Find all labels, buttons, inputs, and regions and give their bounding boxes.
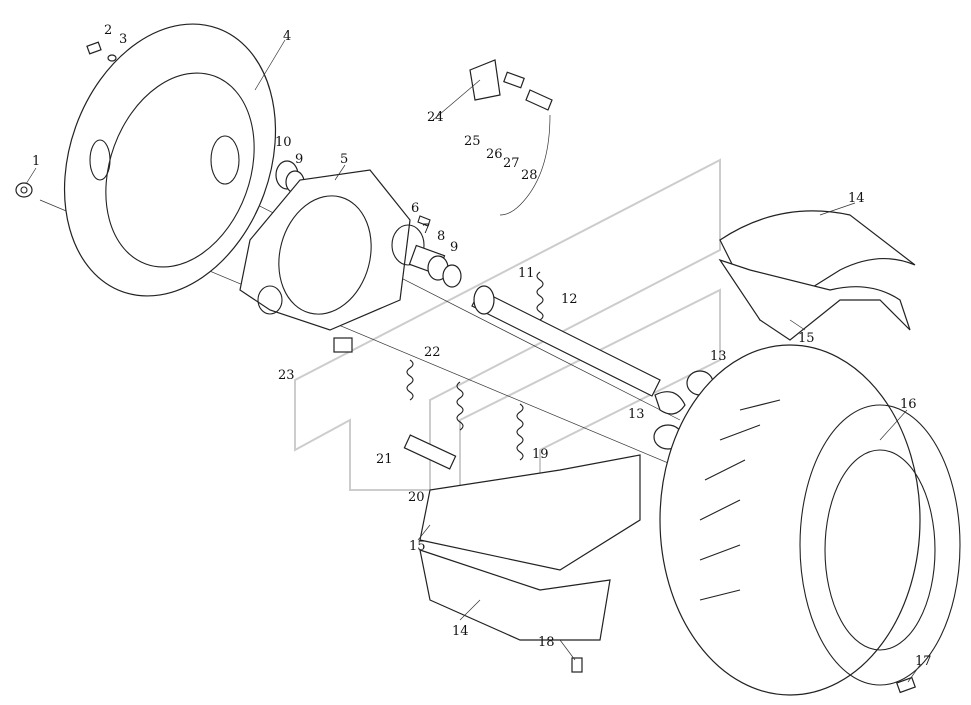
callout-27: 27: [503, 156, 520, 171]
callout-5: 5: [340, 152, 348, 167]
callout-4: 4: [283, 29, 291, 44]
callout-21: 21: [376, 452, 393, 467]
nut-part-1: [15, 182, 33, 198]
callout-18: 18: [538, 635, 555, 650]
callout-8: 8: [437, 229, 445, 244]
callout-2: 2: [104, 23, 112, 38]
callout-22: 22: [424, 345, 441, 360]
brake-spider: [239, 169, 425, 331]
callout-15b: 15: [409, 539, 426, 554]
screw-part-17: [896, 676, 916, 694]
camshaft-bushings: [408, 244, 462, 288]
bolt-part-2: [86, 41, 117, 62]
callout-24: 24: [427, 110, 444, 125]
callout-3: 3: [119, 32, 127, 47]
callout-17: 17: [915, 654, 932, 669]
anchor-pin: [403, 434, 457, 470]
callout-25: 25: [464, 134, 481, 149]
grease-fitting: [417, 215, 431, 227]
callout-26: 26: [486, 147, 503, 162]
callout-19: 19: [532, 447, 549, 462]
callout-6: 6: [411, 201, 419, 216]
callout-9b: 9: [295, 152, 303, 167]
callout-13a: 13: [710, 349, 727, 364]
callout-10: 10: [275, 135, 292, 150]
callout-labels: 1 2 3 4 5 6 7 8 9 9 10 11 12 13 13 14 14…: [32, 23, 932, 669]
camshaft: [471, 285, 686, 415]
callout-14a: 14: [848, 191, 865, 206]
return-springs: [406, 271, 544, 461]
brake-drum: [659, 344, 961, 696]
brake-shoe-lower: [419, 454, 641, 641]
callout-13b: 13: [628, 407, 645, 422]
brake-shoe-upper: [718, 210, 916, 341]
callout-16: 16: [900, 397, 917, 412]
callout-28: 28: [521, 168, 538, 183]
callout-15a: 15: [798, 331, 815, 346]
callout-7: 7: [422, 222, 430, 237]
slack-adjuster-parts: [469, 59, 553, 216]
callout-1: 1: [32, 154, 40, 169]
callout-9a: 9: [450, 240, 458, 255]
callout-14b: 14: [452, 624, 469, 639]
rivet-part-18: [571, 657, 583, 673]
bolt-part-23: [333, 337, 353, 353]
dust-shield: [63, 23, 277, 297]
leader-lines: [25, 39, 921, 683]
callout-23: 23: [278, 368, 295, 383]
callout-20: 20: [408, 490, 425, 505]
callout-11: 11: [518, 266, 535, 281]
callout-12: 12: [561, 292, 578, 307]
